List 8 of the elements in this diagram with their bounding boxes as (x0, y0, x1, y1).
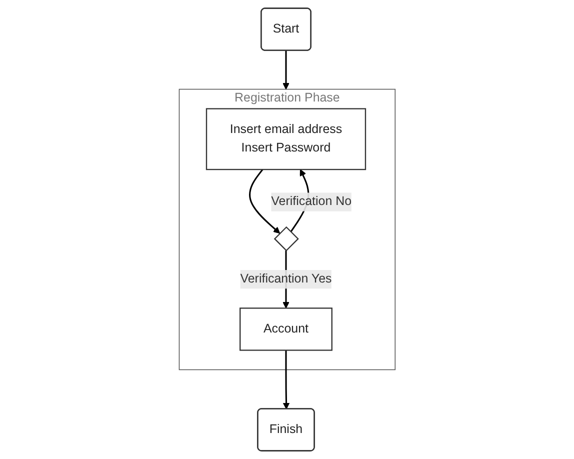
node-diamond (274, 226, 299, 252)
node-box: Account (239, 308, 332, 351)
edge-label: Verification No (270, 195, 352, 208)
arrow (248, 169, 280, 234)
node-box: Insert email address Insert Password (206, 108, 366, 170)
arrow (282, 50, 290, 90)
edge-label: Verificantion Yes (240, 272, 332, 286)
arrow (282, 350, 290, 410)
